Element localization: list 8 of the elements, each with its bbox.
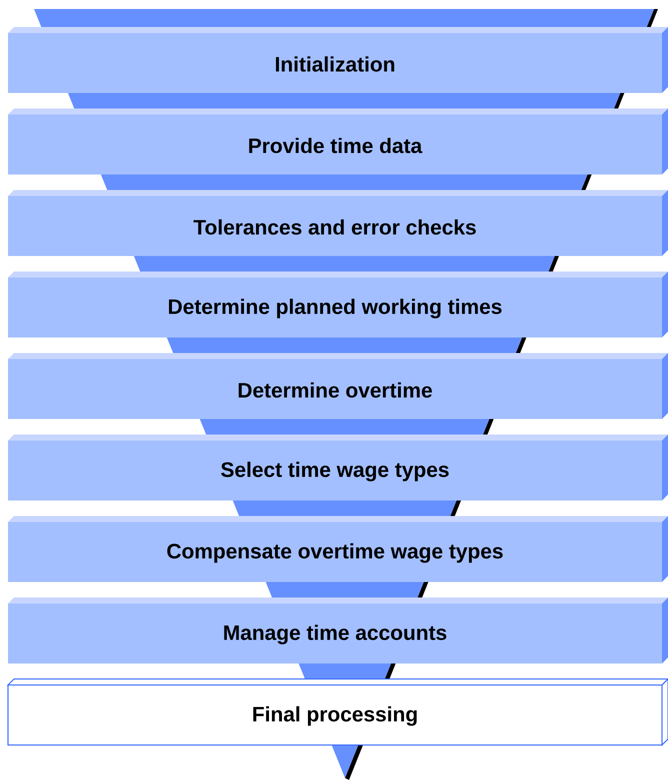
process-band: Select time wage types [8,434,668,500]
process-band: Initialization [8,27,668,93]
process-band: Determine planned working times [8,272,668,338]
process-band: Tolerances and error checks [8,190,668,256]
process-band: Compensate overtime wage types [8,516,668,582]
process-band: Determine overtime [8,353,668,419]
process-band: Provide time data [8,108,668,174]
process-band: Manage time accounts [8,598,668,664]
